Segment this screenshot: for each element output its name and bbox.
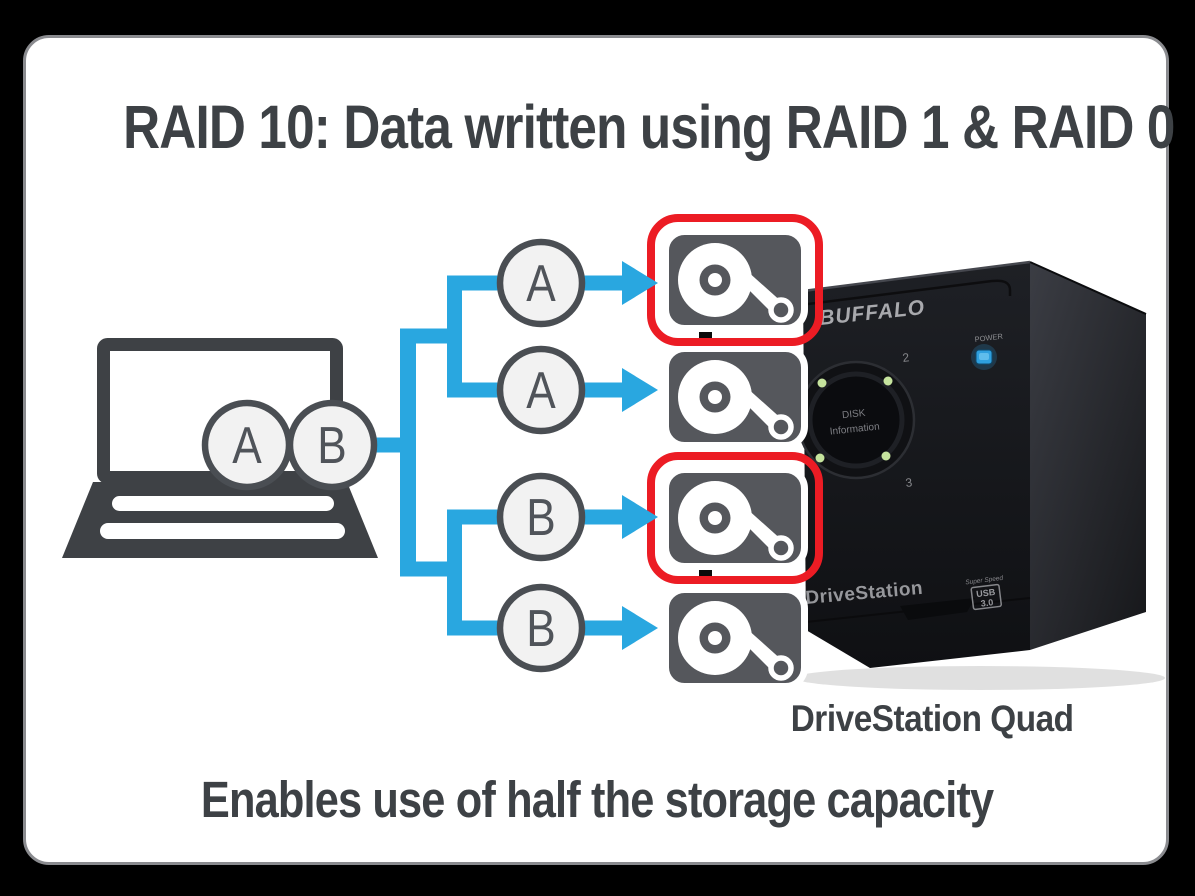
disk-info-dial: DISK Information <box>796 360 916 480</box>
stream-block-1-label: A <box>526 255 556 313</box>
tree-row3-line <box>447 509 512 525</box>
blue-arrow-icon-2 <box>584 368 658 412</box>
disk-icon-1 <box>666 232 805 329</box>
dial-led <box>815 453 825 463</box>
disk-icon-2 <box>666 349 805 446</box>
usb-badge: Super Speed USB 3.0 <box>965 575 1004 611</box>
source-blocks: A B <box>201 399 378 491</box>
device-shadow <box>795 666 1165 690</box>
drivestation-device: BUFFALO POWER 2 3 DISK Information Drive… <box>795 260 1165 690</box>
laptop-slot-1 <box>112 496 334 511</box>
stream-block-4-label: B <box>526 600 555 658</box>
device-face-seam <box>807 279 1012 306</box>
tree-branch-a <box>400 328 462 344</box>
dial-led <box>817 378 827 388</box>
tree-branch-a-vertical <box>447 275 462 398</box>
laptop-base <box>62 482 378 558</box>
power-label: POWER <box>974 332 1004 344</box>
stream-block-3-label: B <box>526 489 555 547</box>
dial-title: DISK <box>842 408 867 421</box>
device-side-panel <box>1030 262 1146 650</box>
device-corner-edge <box>1029 261 1147 315</box>
blue-arrow-icon-4 <box>584 606 658 650</box>
tree-row2-line <box>447 382 512 398</box>
bay-number-top: 2 <box>902 350 911 365</box>
device-bottom-notch <box>900 598 975 620</box>
device-caption: DriveStation Quad <box>790 698 1074 739</box>
tree-branch-b-vertical <box>447 509 462 636</box>
dial-led <box>883 376 893 386</box>
source-block-b <box>286 399 378 491</box>
raid-tree <box>350 275 512 636</box>
blue-arrow-icon-1 <box>584 261 658 305</box>
source-block-a-label: A <box>232 417 262 475</box>
stream-block-2-label: A <box>526 362 556 420</box>
stream-block-3 <box>496 472 586 562</box>
disk-icon-3 <box>666 470 805 567</box>
blue-arrow-icon-3 <box>584 495 658 539</box>
stream-block-2 <box>496 345 586 435</box>
dial-subtitle: Information <box>829 421 880 437</box>
usb-badge-line2: 3.0 <box>980 597 994 608</box>
tree-row1-line <box>447 275 512 291</box>
disk-icon-4 <box>666 590 805 687</box>
usb-badge-line1: USB <box>976 587 997 599</box>
tree-branch-b <box>400 561 462 577</box>
stream-block-1 <box>496 238 586 328</box>
tree-row4-line <box>447 620 512 636</box>
footer-note: Enables use of half the storage capacity <box>201 771 994 828</box>
page-title: RAID 10: Data written using RAID 1 & RAI… <box>123 93 1175 161</box>
bay-number-bottom: 3 <box>905 475 914 490</box>
dial-led <box>881 451 891 461</box>
source-block-b-label: B <box>317 417 346 475</box>
tree-trunk <box>400 328 416 577</box>
power-led-highlight <box>979 353 989 360</box>
stream-block-4 <box>496 583 586 673</box>
stream-blocks: A A B B <box>496 238 586 673</box>
speed-badge-label: Super Speed <box>965 575 1004 587</box>
device-top-edge <box>802 260 1031 293</box>
laptop-slot-2 <box>100 523 345 539</box>
